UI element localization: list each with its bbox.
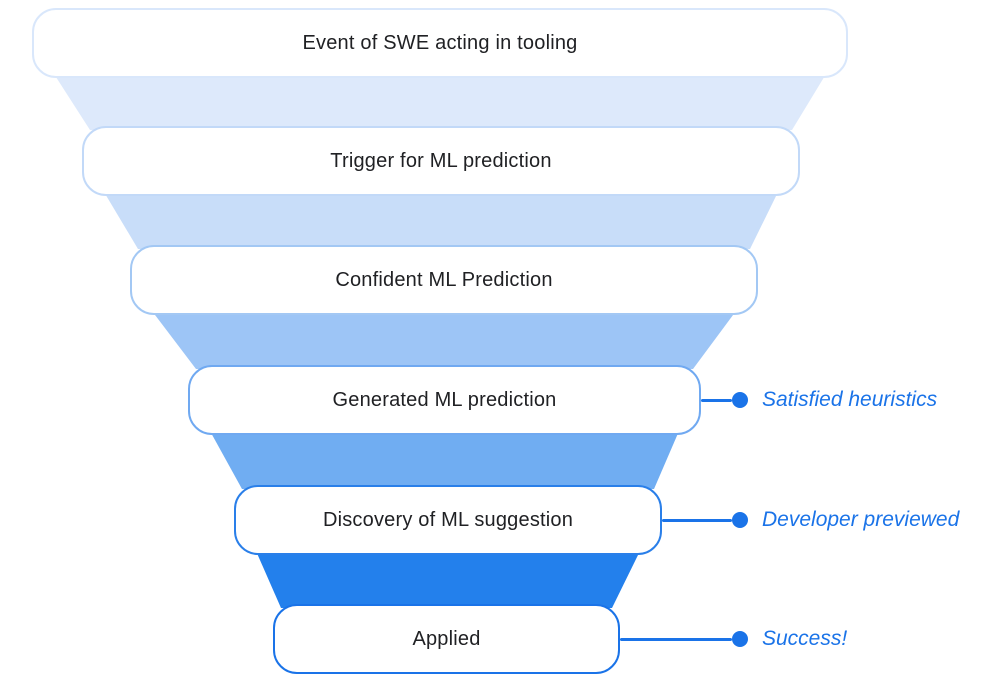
- funnel-band-3: [152, 311, 736, 369]
- funnel-band-1: [54, 74, 826, 130]
- funnel-band-5: [256, 551, 640, 608]
- connector-dot: [732, 392, 748, 408]
- funnel-level-label: Confident ML Prediction: [335, 268, 553, 291]
- connector-dot: [732, 631, 748, 647]
- connector-line: [701, 398, 732, 402]
- annotation-label: Satisfied heuristics: [762, 388, 938, 411]
- connector-line: [620, 637, 732, 641]
- funnel-level-confident-prediction: Confident ML Prediction: [130, 245, 758, 315]
- funnel-level-label: Applied: [412, 627, 481, 650]
- funnel-level-label: Event of SWE acting in tooling: [302, 31, 578, 54]
- connector-line: [662, 518, 732, 522]
- funnel-level-event-of-swe: Event of SWE acting in tooling: [32, 8, 848, 78]
- funnel-level-label: Trigger for ML prediction: [330, 149, 552, 172]
- annotation-developer-previewed: Developer previewed: [662, 508, 959, 532]
- funnel-level-discovery: Discovery of ML suggestion: [234, 485, 662, 555]
- annotation-satisfied-heuristics: Satisfied heuristics: [701, 388, 937, 412]
- funnel-level-trigger: Trigger for ML prediction: [82, 126, 800, 196]
- annotation-label: Success!: [762, 627, 848, 650]
- funnel-level-label: Discovery of ML suggestion: [322, 508, 574, 531]
- annotation-success: Success!: [620, 627, 847, 651]
- funnel-band-2: [104, 192, 778, 249]
- funnel-level-generated-prediction: Generated ML prediction: [188, 365, 701, 435]
- funnel-band-4: [210, 431, 679, 489]
- connector-dot: [732, 512, 748, 528]
- funnel-level-label: Generated ML prediction: [332, 388, 557, 411]
- funnel-level-applied: Applied: [273, 604, 620, 674]
- annotation-label: Developer previewed: [762, 508, 960, 531]
